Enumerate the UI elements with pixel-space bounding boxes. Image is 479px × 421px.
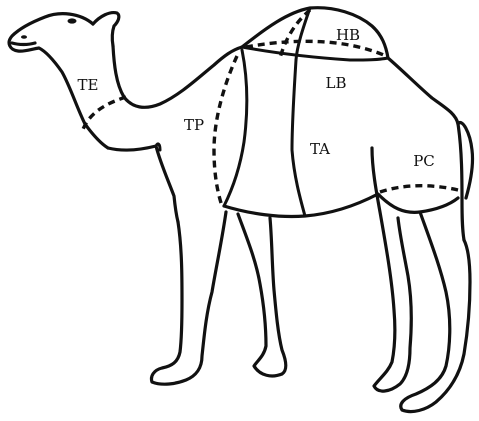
front-leg-near [151, 212, 226, 384]
hind-leg-near [372, 148, 411, 391]
front-leg-far [238, 214, 286, 376]
nostril-icon [21, 35, 27, 39]
label-te: TE [78, 76, 99, 94]
loin-cut [292, 60, 305, 216]
label-tp: TP [184, 116, 204, 134]
hip-dashed-cut [380, 186, 458, 192]
label-ta: TA [310, 140, 330, 158]
belly-outline [224, 194, 458, 217]
mouth-line [12, 43, 35, 45]
ear-outline [93, 13, 119, 46]
hump-dashed-cut [246, 41, 386, 56]
label-lb: LB [326, 74, 347, 92]
label-pc: PC [413, 152, 435, 170]
label-hb: HB [336, 26, 360, 44]
shoulder-cut [224, 50, 247, 206]
hump-vertical-cut [296, 8, 310, 60]
chest-outline [108, 146, 178, 222]
eye-icon [68, 18, 77, 23]
neck-back-outline [113, 46, 242, 107]
